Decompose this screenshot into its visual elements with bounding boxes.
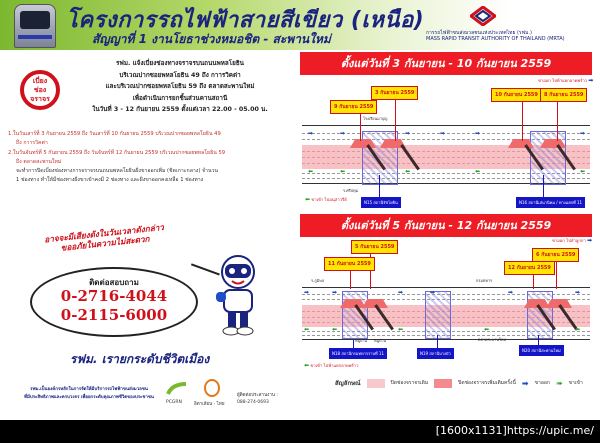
diagram1-road <box>302 125 590 185</box>
legend-item: ขาเข้า <box>568 380 583 386</box>
arrow-double-right-icon: ➠ <box>555 378 563 388</box>
date-tag: 9 กันยายน 2559 <box>330 100 378 114</box>
out-direction-label: ขาออก ไปห้าแยกลาดพร้าว <box>538 78 588 83</box>
badge-line2: ช่องจราจร <box>30 85 50 103</box>
legend-item: ปิดช่องจราจรเดิม <box>390 380 429 386</box>
legend-item: ขาออก <box>534 380 550 386</box>
diagram1-banner: ตั้งแต่วันที่ 3 กันยายน - 10 กันยายน 255… <box>300 52 592 75</box>
detail-item-1-cont: ถึง กาารวิคต่า <box>16 140 48 147</box>
landmark-label: ร.ศรีปทุม <box>343 188 359 193</box>
date-tag: 8 กันยายน 2559 <box>540 88 588 102</box>
detail-list: 1.ในวันเสาร์ที่ 3 กันยายน 2559 ถึง วันเส… <box>8 130 300 186</box>
landmark-label: หมู่บ้าน <box>355 338 368 343</box>
notice-text: รฟม. แจ้งเบี่ยงช่องทางจราจรบนถนนพหลโยธิน… <box>70 58 290 116</box>
legend-swatch-new <box>434 378 453 388</box>
station-label: N15 สถานีรัชโยธิน <box>361 197 401 208</box>
phone-number-2: 0-2115-6000 <box>60 306 168 324</box>
landmark-label: ตลาดสะพานใหม่ <box>478 337 506 342</box>
notice-line: และบริเวณปากซอยพหลโยธิน 59 ถึง ตลาดสะพาน… <box>105 83 255 90</box>
in-direction-label: ขาเข้า ไปห้าแยกลาดพร้าว <box>310 363 359 368</box>
station-label: N16 สถานีเสนานิคม / ทางแยกที่ 11 <box>516 197 586 208</box>
diagram2-out-direction: ขาออก ไปลำลูกกา ➡ <box>552 237 592 244</box>
footer-line1: รฟม.เป็นองค์กรหลักในการจัดให้มีบริการรถไ… <box>30 387 148 392</box>
date-tag: 5 กันยายน 2559 <box>351 240 399 254</box>
station-label: N18 สถานีกรมทหารราบที่ 11 <box>329 348 388 359</box>
detail-desc-cont: 1 ช่องทาง ทำให้มีช่องทางฝั่งขาเข้าคงมี 2… <box>16 177 204 184</box>
org-name-th: การรถไฟฟ้าขนส่งมวลชนแห่งประเทศไทย (รฟม.) <box>426 30 532 36</box>
page-title: โครงการรถไฟฟ้าสายสีเขียว (เหนือ) <box>66 8 425 33</box>
legend: สัญลักษณ์ ปิดช่องจราจรเดิม ปิดช่องจราจรเ… <box>335 377 583 389</box>
landmark-label: กรมทหาร <box>476 278 493 283</box>
phone-number-1: 0-2716-4044 <box>60 287 168 305</box>
date-tag: 11 กันยายน 2559 <box>324 257 375 271</box>
notice-line: เพื่อดำเนินการยกชิ้นส่วนคานสถานี <box>132 94 228 102</box>
legend-item: ปิดช่องจราจรเพิ่มเติมครั้งนี้ <box>458 380 516 386</box>
out-direction-label: ขาออก ไปลำลูกกา <box>552 238 586 243</box>
itd-logo-icon <box>204 379 220 397</box>
arrow-right-icon: ➡ <box>588 77 594 84</box>
train-icon <box>14 4 56 48</box>
coordinator: ผู้ติดต่อประสานงาน : 088-274-0693 <box>237 392 278 406</box>
detail-desc: จะทำการปิดเบี่ยงช่องทางการจราจรบนถนนพหลโ… <box>16 168 218 175</box>
notice-line: รฟม. แจ้งเบี่ยงช่องทางจราจรบนถนนพหลโยธิน <box>116 60 244 67</box>
date-tag: 6 กันยายน 2559 <box>532 248 580 262</box>
diagram1-out-direction: ขาออก ไปห้าแยกลาดพร้าว ➡ <box>538 77 593 84</box>
date-tag: 3 กันยายน 2559 <box>371 86 419 100</box>
legend-heading: สัญลักษณ์ <box>335 380 361 387</box>
footer-line2: ที่มีประสิทธิภาพและครบวงจร เพื่อยกระดับค… <box>24 394 154 400</box>
notice-line: ในวันที่ 3 - 12 กันยายน 2559 ตั้งแต่เวลา… <box>92 106 268 113</box>
footer-mission: รฟม.เป็นองค์กรหลักในการจัดให้มีบริการรถไ… <box>14 386 164 401</box>
header-banner: โครงการรถไฟฟ้าสายสีเขียว (เหนือ) สัญญาที… <box>0 0 600 50</box>
diagram1-in-direction: ⬅ ขาเข้า ไปอนุสาวรีย์ <box>305 196 347 203</box>
notice-line: บริเวณปากซอยพหลโยธิน 49 ถึง กาารวิคต่า <box>119 71 241 79</box>
arrow-left-icon: ⬅ <box>304 362 310 369</box>
mrta-logo-icon <box>470 6 496 26</box>
station-label: N19 สถานีบางบัว <box>417 348 454 359</box>
page-subtitle: สัญญาที่ 1 งานโยธาช่วงหมอชิต - สะพานใหม่ <box>92 32 331 46</box>
detail-item-2: 2.ในวันจันทร์ที่ 5 กันยายน 2559 ถึง วันจ… <box>8 149 226 156</box>
legend-swatch-existing <box>366 378 385 388</box>
badge-line1: เบี่ยง <box>32 76 48 85</box>
date-tag: 12 กันยายน 2559 <box>504 261 555 275</box>
bottom-bar <box>0 420 600 443</box>
arrow-left-icon: ⬅ <box>305 196 311 203</box>
coordinator-phone: 088-274-0693 <box>237 400 269 405</box>
diagram2-in-direction: ⬅ ขาเข้า ไปห้าแยกลาดพร้าว <box>304 362 358 369</box>
in-direction-label: ขาเข้า ไปอนุสาวรีย์ <box>311 197 347 202</box>
arrow-right-icon: ➡ <box>587 237 593 244</box>
date-tag: 10 กันยายน 2559 <box>491 88 542 102</box>
mascot-icon <box>216 255 255 336</box>
landmark-label: โรงเรียนมาบุญ <box>363 116 388 121</box>
coordinator-label: ผู้ติดต่อประสานงาน : <box>237 393 278 398</box>
diagram2-road <box>302 287 590 340</box>
partner-itd: อิตาเลียน - ไทย <box>194 402 225 407</box>
arrow-right-icon: ➡ <box>521 378 529 388</box>
diagram2-banner: ตั้งแต่วันที่ 5 กันยายน - 12 กันยายน 255… <box>300 214 592 237</box>
poster: โครงการรถไฟฟ้าสายสีเขียว (เหนือ) สัญญาที… <box>0 0 600 420</box>
partner-pcgrn: PCGRN <box>166 400 182 405</box>
station-label: N20 สถานีสะพานใหม่ <box>519 345 564 356</box>
pcgrn-logo-icon <box>166 382 187 395</box>
speech-bubble <box>30 267 198 337</box>
org-name-en: MASS RAPID TRANSIT AUTHORITY OF THAILAND… <box>426 36 565 42</box>
landmark-label: ร.ภูมิพล <box>311 278 325 283</box>
slogan: รฟม. เรายกระดับชีวิตเมือง <box>70 352 210 366</box>
noise-warning: อาจจะมีเสียงดังในวันเวลาดังกล่าว ขออภัยใ… <box>29 220 180 256</box>
detail-item-2-cont: ถึง ตลาดสะพานใหม่ <box>16 158 62 165</box>
watermark: [1600x1131]https://upic.me/ <box>435 424 594 437</box>
contact-label: ติดต่อสอบถาม <box>89 278 139 287</box>
detour-badge: เบี่ยง ช่องจราจร <box>20 70 60 110</box>
landmark-label: หมู่บ้าน <box>374 338 387 343</box>
detail-item-1: 1.ในวันเสาร์ที่ 3 กันยายน 2559 ถึง วันเส… <box>8 131 221 137</box>
